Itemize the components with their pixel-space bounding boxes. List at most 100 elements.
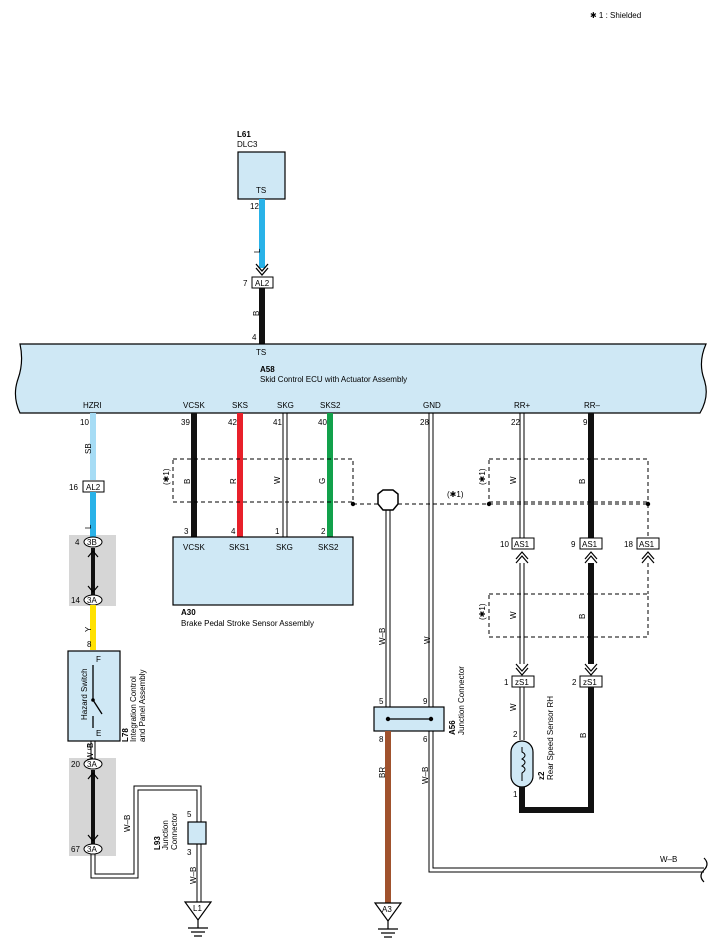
connector-3b-pin: 4 (75, 538, 80, 547)
wire-label-ts-top: L (253, 248, 262, 253)
switch-pin-top: 8 (87, 640, 92, 649)
wire-label-ts-bottom: B (252, 311, 261, 316)
wire-label-rrm-3: B (579, 733, 588, 738)
dlc-pin: 12 (250, 202, 259, 211)
wire-rrm-bottom (519, 687, 594, 813)
l93-pin-top: 5 (187, 810, 192, 819)
connector-zs1-2-label: zS1 (583, 678, 597, 687)
ecu-pin-name-sks: SKS (232, 401, 248, 410)
connector-3a-2-label: 3A (87, 760, 97, 769)
connector-arrow (87, 772, 99, 842)
legend-shielded: ✱ 1 : Shielded (590, 11, 641, 20)
connector-3a-1-pin: 14 (71, 596, 80, 605)
a56-pin-5: 5 (379, 697, 384, 706)
wire-label-rrp-1: W (509, 476, 518, 484)
shield-mark-4: (✱1) (478, 603, 487, 620)
connector-arrow (515, 663, 529, 676)
wire-label-y: Y (84, 626, 93, 632)
wire-label-rrm-1: B (578, 479, 587, 484)
wire-label-wb-4: W–B (378, 628, 387, 645)
ecu-pin-rrm: 9 (583, 418, 588, 427)
ground-l1-symbol (188, 920, 208, 937)
ecu-box (14, 343, 707, 414)
sensor-pin-sks1: 4 (231, 527, 236, 536)
connector-al2-top-label: AL2 (255, 279, 270, 288)
l93-name-2: Connector (170, 813, 179, 850)
speed-sensor-code: z2 (537, 771, 546, 780)
connector-3b-label: 3B (87, 538, 97, 547)
connector-al2-left-pin: 16 (69, 483, 78, 492)
shield-mark-2: (✱1) (447, 490, 464, 499)
ecu-pin-sks2: 40 (318, 418, 327, 427)
switch-name-2: and Panel Assembly (138, 670, 147, 743)
wire-label-rrp-3: W (509, 703, 518, 711)
connector-arrow (515, 551, 529, 564)
connector-as1-2 (579, 537, 603, 550)
wire-label-wb-6: W–B (660, 855, 677, 864)
sensor-pin-name-vcsk: VCSK (183, 543, 205, 552)
shield-mark-1: (✱1) (162, 468, 171, 485)
connector-3a-2-pin: 20 (71, 760, 80, 769)
connector-arrow (641, 551, 655, 564)
wire-label-sks: R (229, 478, 238, 484)
ecu-name: Skid Control ECU with Actuator Assembly (260, 375, 407, 384)
ecu-pin-rrp: 22 (511, 418, 520, 427)
ground-a3-symbol (378, 921, 398, 938)
ecu-pin-sks: 42 (228, 418, 237, 427)
ecu-pin-name-vcsk: VCSK (183, 401, 205, 410)
break-mark (700, 857, 708, 883)
speed-sensor-coil (521, 747, 526, 781)
connector-arrow (584, 663, 598, 676)
a56-pin-8: 8 (379, 735, 384, 744)
ground-a3-triangle (373, 902, 403, 923)
connector-zs1-1-pin: 1 (504, 678, 509, 687)
connector-3a-3-label: 3A (87, 845, 97, 854)
wire-label-wb-2: W–B (123, 815, 132, 832)
wire-label-vcsk: B (183, 479, 192, 484)
switch-pin-bottom: 5 (87, 743, 92, 752)
ecu-pin-gnd: 28 (420, 418, 429, 427)
l93-code: L93 (153, 836, 162, 850)
sensor-box (172, 536, 354, 606)
wire-label-sks2: G (318, 478, 327, 484)
speed-sensor-name: Rear Speed Sensor RH (546, 696, 555, 780)
sensor-pin-vcsk: 3 (184, 527, 189, 536)
speed-sensor-pin-2: 2 (513, 730, 518, 739)
dlc-code: L61 (237, 130, 251, 139)
wire-label-rrm-2: B (578, 614, 587, 619)
connector-zs1-1-label: zS1 (515, 678, 529, 687)
sensor-pin-name-sks1: SKS1 (229, 543, 250, 552)
a56-pin-9: 9 (423, 697, 428, 706)
wire-label-wb-3: W–B (189, 867, 198, 884)
switch-node (91, 698, 95, 702)
wire-label-wb-1: W–B (86, 743, 95, 760)
sensor-name: Brake Pedal Stroke Sensor Assembly (181, 619, 314, 628)
connector-zs1-2-pin: 2 (572, 678, 577, 687)
ecu-pin-name-hzri: HZRI (83, 401, 102, 410)
wire-label-wb-5: W–B (421, 767, 430, 784)
connector-as1-3-pin: 18 (624, 540, 633, 549)
ecu-top-pin-name: TS (256, 348, 266, 357)
a56-pin-6: 6 (423, 735, 428, 744)
switch-pin-e: E (96, 729, 101, 738)
connector-arrow (87, 550, 99, 593)
shield-mark-3: (✱1) (478, 468, 487, 485)
connector-al2-top-pin: 7 (243, 279, 248, 288)
switch-label: Hazard Switch (80, 668, 89, 720)
ecu-pin-name-gnd: GND (423, 401, 441, 410)
connector-as1-1 (511, 537, 535, 550)
connector-as1-1-pin: 10 (500, 540, 509, 549)
a56-name: Junction Connector (457, 666, 466, 735)
connector-as1-1-label: AS1 (514, 540, 530, 549)
switch-code: L78 (121, 728, 130, 742)
ecu-pin-skg: 41 (273, 418, 282, 427)
ecu-pin-name-rrp: RR+ (514, 401, 531, 410)
sensor-pin-name-sks2: SKS2 (318, 543, 339, 552)
connector-3b (83, 536, 103, 548)
connector-al2-left-label: AL2 (86, 483, 101, 492)
connector-arrow (255, 263, 269, 276)
ecu-pin-name-rrm: RR– (584, 401, 601, 410)
shield-box (488, 458, 649, 503)
sensor-pin-skg: 1 (275, 527, 280, 536)
